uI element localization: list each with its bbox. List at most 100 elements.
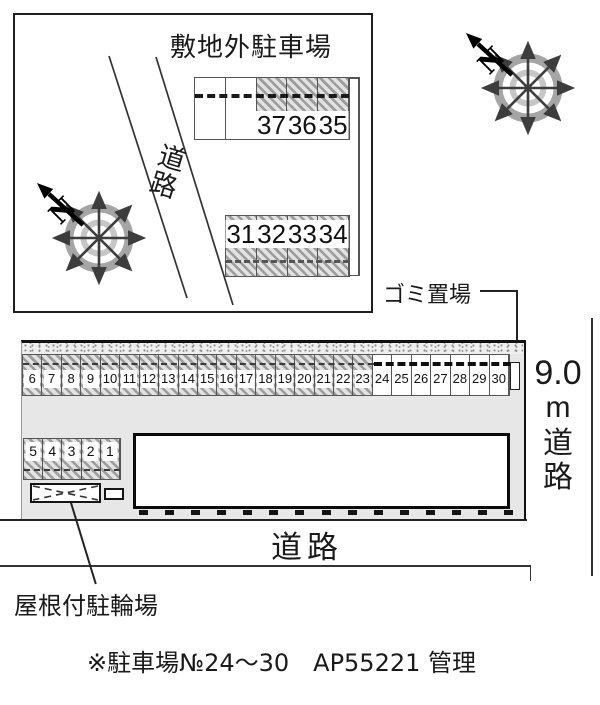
parking-space-number: 3 xyxy=(64,442,79,461)
parking-space-8: 8 xyxy=(61,355,82,395)
building-entrance-tick xyxy=(451,510,461,515)
parking-space-number: 27 xyxy=(432,370,449,388)
parking-space-number: 18 xyxy=(257,370,274,388)
parking-space-number: 8 xyxy=(63,370,80,388)
parking-space-5: 5 xyxy=(24,439,44,479)
parking-space-number: 29 xyxy=(471,370,488,388)
parking-space-number: 10 xyxy=(101,370,119,388)
parking-space-32: 32 xyxy=(256,216,288,276)
parking-space-number: 37 xyxy=(256,110,287,140)
parking-space-15: 15 xyxy=(197,355,218,395)
parking-entry-dashes xyxy=(195,94,349,98)
parking-space-37: 37 xyxy=(256,78,288,140)
inset-title: 敷地外駐車場 xyxy=(170,33,333,63)
parking-space-6: 6 xyxy=(23,355,43,395)
north-compass: N xyxy=(24,163,174,313)
north-edge-texture xyxy=(22,343,523,354)
parking-space-number: 23 xyxy=(354,370,371,388)
parking-space-number: 20 xyxy=(296,370,313,388)
garbage-leader-line xyxy=(480,290,517,292)
parking-space-number: 14 xyxy=(179,370,196,388)
building-outline xyxy=(133,433,510,509)
building-entrance-tick xyxy=(243,510,253,515)
parking-space-number: 26 xyxy=(412,370,430,388)
right-road-label-line: 9.0 xyxy=(534,354,582,392)
building-entrance-tick xyxy=(504,510,513,515)
parking-space-2: 2 xyxy=(81,439,101,479)
parking-space-number: 33 xyxy=(286,219,318,249)
south-road-corner xyxy=(529,565,532,581)
right-road-label-line: 路 xyxy=(543,460,573,495)
parking-space-19: 19 xyxy=(275,355,296,395)
bottom-road-label: 道路 xyxy=(271,530,343,566)
parking-space-20: 20 xyxy=(295,355,315,395)
parking-space-3: 3 xyxy=(62,439,82,479)
parking-space-empty xyxy=(195,78,226,139)
parking-space-number: 6 xyxy=(24,370,41,388)
parking-space-18: 18 xyxy=(256,355,276,395)
inset-road-lines xyxy=(108,55,234,306)
north-compass: N xyxy=(453,13,600,163)
building-entrance-tick xyxy=(477,510,487,515)
parking-space-number: 9 xyxy=(82,370,99,388)
parking-space-number: 2 xyxy=(83,442,99,461)
parking-space-number: 7 xyxy=(43,370,60,388)
parking-space-number: 34 xyxy=(317,219,349,249)
offsite-boundary-line xyxy=(358,77,360,276)
parking-entry-dashes xyxy=(23,363,374,365)
parking-space-1: 1 xyxy=(100,439,121,479)
garbage-leader-line xyxy=(516,290,518,362)
right-road-label-line: 道 xyxy=(543,426,573,461)
parking-space-9: 9 xyxy=(81,355,101,395)
parking-space-13: 13 xyxy=(159,355,179,395)
parking-space-number: 13 xyxy=(160,370,177,388)
parking-space-number: 30 xyxy=(490,370,507,388)
parking-space-16: 16 xyxy=(217,355,237,395)
building-entrance-tick xyxy=(139,510,148,515)
south-road-line xyxy=(0,565,531,567)
parking-entry-dashes xyxy=(226,260,349,263)
parking-space-number: 11 xyxy=(121,370,138,388)
parking-space-23: 23 xyxy=(353,355,373,395)
parking-space-31: 31 xyxy=(225,216,257,276)
building-entrance-tick xyxy=(191,510,201,515)
parking-space-empty xyxy=(225,78,257,139)
east-road-line xyxy=(591,318,593,576)
parking-space-17: 17 xyxy=(236,355,257,395)
offsite-boundary-line xyxy=(350,77,360,79)
parking-space-14: 14 xyxy=(178,355,198,395)
parking-space-number: 32 xyxy=(256,219,288,249)
parking-space-35: 35 xyxy=(317,78,349,140)
building-entrance-tick xyxy=(347,510,357,515)
parking-space-number: 12 xyxy=(140,370,158,388)
parking-space-number: 15 xyxy=(198,370,216,388)
building-entrance-tick xyxy=(269,510,279,515)
parking-space-22: 22 xyxy=(334,355,354,395)
parking-space-36: 36 xyxy=(286,78,319,140)
parking-space-number: 31 xyxy=(225,219,257,249)
parking-space-4: 4 xyxy=(43,439,63,479)
parking-space-number: 19 xyxy=(276,370,294,388)
building-entrance-tick xyxy=(295,510,305,515)
parking-space-number: 36 xyxy=(286,110,318,140)
parking-space-number: 4 xyxy=(44,442,60,461)
building-entrance-tick xyxy=(399,510,409,515)
parking-space-number: 17 xyxy=(237,370,255,388)
parking-space-number: 1 xyxy=(102,442,118,461)
bicycle-shed-label: 屋根付駐輪場 xyxy=(14,592,158,620)
parking-space-number: 5 xyxy=(25,442,41,461)
bicycle-shed-box xyxy=(30,483,101,503)
parking-space-number: 22 xyxy=(334,370,352,388)
parking-space-number: 28 xyxy=(451,370,469,388)
parking-space-number: 35 xyxy=(317,110,349,140)
parking-space-7: 7 xyxy=(42,355,62,395)
parking-space-number: 24 xyxy=(373,370,391,388)
building-entrance-tick xyxy=(373,510,383,515)
